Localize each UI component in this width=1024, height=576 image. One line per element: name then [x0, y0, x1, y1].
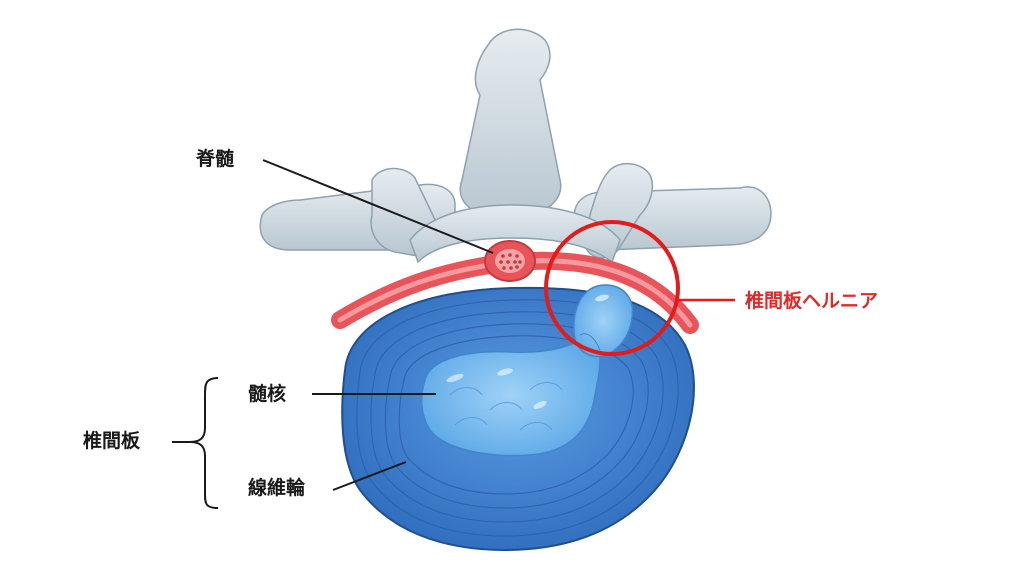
- leader-lines: [172, 159, 494, 509]
- label-intervertebral-disc: 椎間板: [83, 430, 141, 452]
- label-nucleus-pulposus: 髄核: [248, 383, 287, 405]
- herniation-highlight-circle: [544, 220, 680, 356]
- label-disc-herniation: 椎間板ヘルニア: [745, 290, 879, 312]
- herniated-bulge: [573, 284, 634, 358]
- spinal-cord: [484, 240, 536, 282]
- leader-spinal-cord: [262, 159, 494, 254]
- label-spinal-cord: 脊髄: [196, 148, 235, 170]
- leader-annulus: [332, 461, 407, 491]
- bracket-disc: [189, 377, 219, 509]
- label-annulus-fibrosus: 線維輪: [248, 477, 306, 499]
- nucleus-pulposus: [420, 334, 601, 457]
- vertebra-bone: [259, 28, 772, 264]
